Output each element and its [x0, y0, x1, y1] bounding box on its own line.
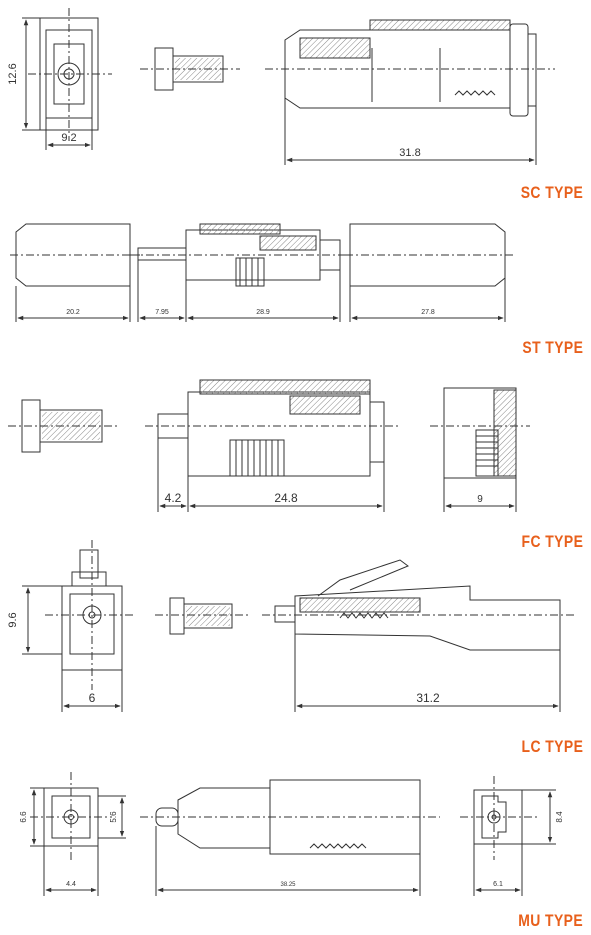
- lc-type-drawing: [22, 540, 575, 712]
- st-tip-dim: 7.95: [155, 309, 169, 316]
- lc-type-label: LC TYPE: [521, 737, 583, 756]
- sc-type-drawing: [22, 8, 555, 165]
- fc-type-label: FC TYPE: [521, 532, 583, 551]
- sc-width-dim: 9.2: [61, 132, 76, 144]
- mu-side-view: [140, 779, 440, 896]
- mu-inner-height-dim: 5.6: [109, 811, 118, 823]
- st-type-drawing: [10, 223, 515, 322]
- lc-height-dim: 9.6: [7, 612, 19, 627]
- fc-type-drawing: [8, 379, 530, 512]
- st-cap-right-dim: 27.8: [421, 309, 435, 316]
- lc-dust-cap: [155, 597, 250, 635]
- mu-end-height-dim: 8.4: [555, 811, 564, 823]
- sc-type-label: SC TYPE: [520, 183, 583, 202]
- mu-end-view: [30, 772, 126, 896]
- st-type-label: ST TYPE: [522, 338, 583, 357]
- fc-end-view: [430, 387, 530, 512]
- sc-height-dim: 12.6: [7, 63, 19, 84]
- st-right-cap: [345, 223, 515, 287]
- lc-side-view: [262, 559, 575, 712]
- mu-height-dim: 6.6: [19, 811, 28, 823]
- fc-body-dim: 24.8: [274, 491, 298, 505]
- sc-side-view: [265, 19, 555, 165]
- lc-end-view: [22, 540, 135, 712]
- st-connector-body: [130, 223, 350, 287]
- mu-end-width-dim: 6.1: [493, 881, 503, 888]
- mu-length-dim: 38.25: [280, 882, 296, 888]
- lc-width-dim: 6: [89, 691, 96, 705]
- mu-end-view-right: [460, 776, 556, 896]
- sc-dust-cap: [140, 47, 240, 91]
- mu-type-drawing: [30, 772, 556, 896]
- st-cap-left-dim: 20.2: [66, 309, 80, 316]
- st-left-cap: [10, 223, 140, 287]
- sc-length-dim: 31.8: [399, 147, 420, 159]
- mu-type-label: MU TYPE: [518, 911, 583, 930]
- st-body-dim: 28.9: [256, 309, 270, 316]
- fc-side-view: [145, 379, 400, 512]
- sc-end-view: [22, 8, 112, 150]
- mu-width-dim: 4.4: [66, 881, 76, 888]
- fc-dust-cap: [8, 399, 120, 453]
- fc-nut-dim: 9: [477, 494, 483, 505]
- lc-length-dim: 31.2: [416, 691, 440, 705]
- fc-tip-dim: 4.2: [165, 491, 182, 505]
